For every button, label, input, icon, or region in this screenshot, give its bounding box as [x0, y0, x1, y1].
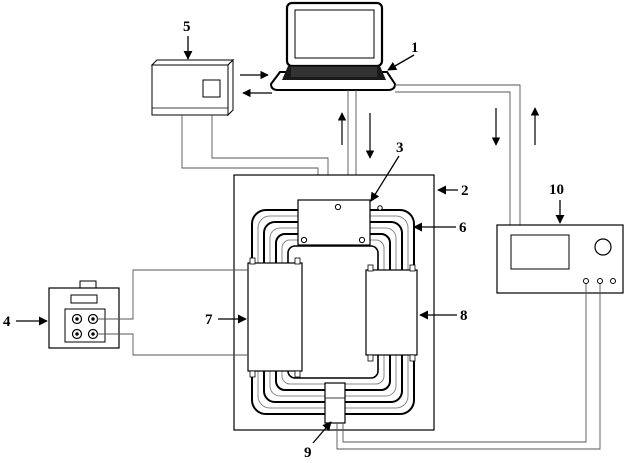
controller-box: [152, 60, 233, 115]
label-6: 6: [459, 220, 467, 236]
label-8: 8: [460, 308, 468, 324]
right-clamp-block: [366, 265, 417, 361]
label-1: 1: [411, 40, 419, 56]
label-9: 9: [304, 445, 312, 461]
laptop-computer: [271, 3, 395, 90]
label-2: 2: [461, 183, 469, 199]
label-5: 5: [183, 19, 191, 35]
top-sensor-module: [298, 200, 382, 245]
bottom-sensor: [325, 383, 345, 423]
label-3: 3: [396, 140, 404, 156]
left-clamp-block: [248, 258, 302, 377]
label-7: 7: [205, 312, 213, 328]
label-10: 10: [549, 182, 564, 198]
function-generator: [497, 225, 623, 293]
power-supply-unit: [49, 281, 119, 348]
label-4: 4: [3, 314, 11, 330]
